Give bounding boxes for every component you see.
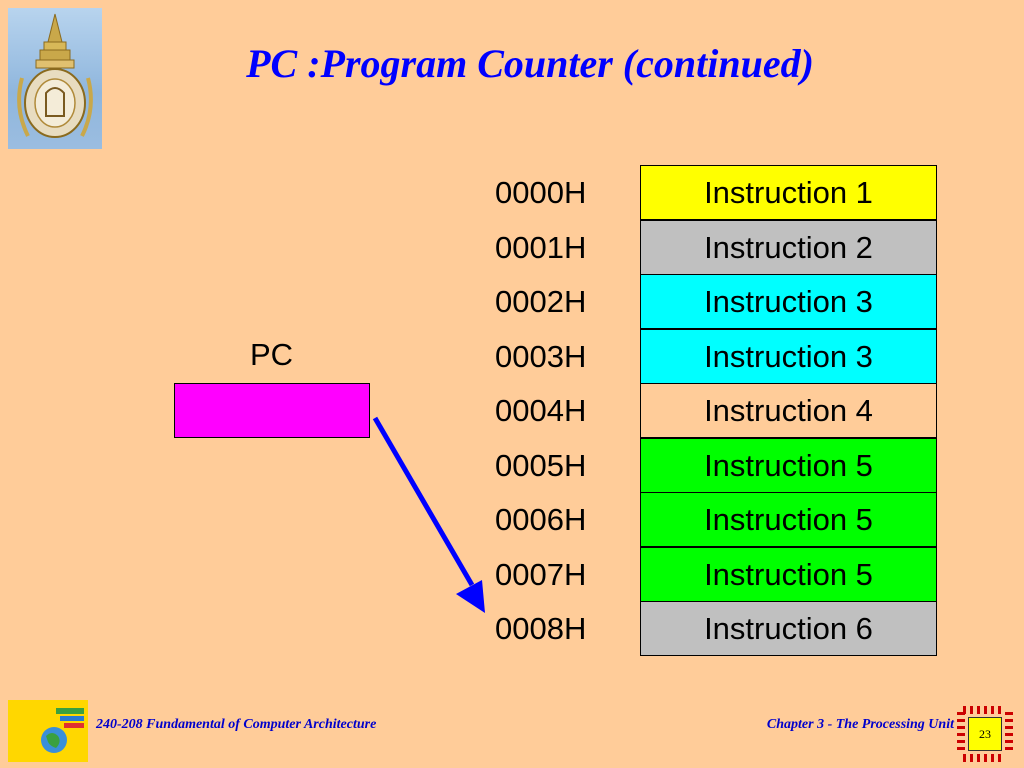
address-label: 0007H [495,557,587,592]
slide-title: PC :Program Counter (continued) [246,41,814,86]
address-label: 0008H [495,611,587,646]
address-label: 0004H [495,393,587,428]
chip-icon [957,706,1013,762]
address-label: 0005H [495,448,587,483]
pc-label: PC [250,337,294,372]
course-name: 240-208 Fundamental of Computer Architec… [96,717,377,732]
memory-cell: Instruction 5 [640,438,937,493]
address-label: 0003H [495,339,587,374]
memory-cell: Instruction 4 [640,383,937,438]
memory-cell: Instruction 2 [640,220,937,275]
memory-cell: Instruction 3 [640,274,937,329]
memory-cell: Instruction 5 [640,492,937,547]
memory-cell: Instruction 6 [640,601,937,656]
address-label: 0002H [495,284,587,319]
page-number: 23 [968,717,1002,751]
address-label: 0001H [495,230,587,265]
address-label: 0000H [495,175,587,210]
memory-cell: Instruction 3 [640,329,937,384]
memory-cell: Instruction 5 [640,547,937,602]
program-counter-register [174,383,370,438]
chapter-name: Chapter 3 - The Processing Unit [766,717,954,732]
globe-logo-icon [8,700,88,762]
university-emblem-icon [8,8,102,149]
memory-cell: Instruction 1 [640,165,937,220]
pc-pointer-arrow [372,416,485,613]
address-label: 0006H [495,502,587,537]
